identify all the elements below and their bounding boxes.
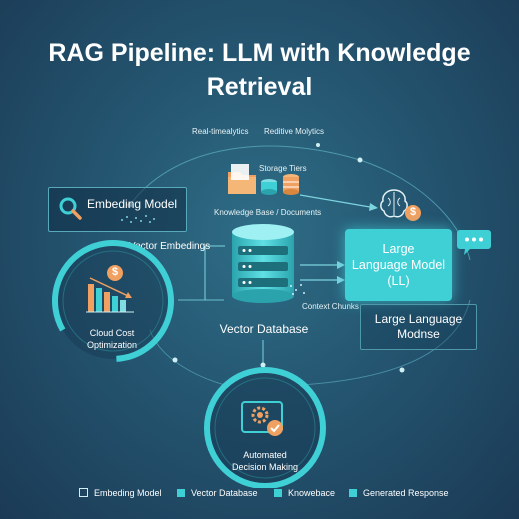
brain-icon (380, 189, 408, 218)
cost-dollar-symbol: $ (111, 266, 119, 278)
legend-swatch-filled (274, 489, 282, 497)
scatter-dots-icon (121, 215, 155, 223)
legend-item-generated-response: Generated Response (349, 488, 449, 498)
context-chunks-label: Context Chunks (302, 302, 359, 311)
automated-decision-label: Automated Decision Making (231, 450, 299, 472)
gear-check-icon (241, 401, 283, 436)
storage-tiers-icon (228, 164, 299, 195)
legend-swatch-filled (349, 489, 357, 497)
llm-main-box: Large Language Model (LL) (345, 229, 452, 301)
vector-database-label: Vector Database (219, 322, 309, 336)
legend-item-knowledge-base: Knowebace (274, 488, 335, 498)
realtime-analytics-label: Real-timealytics (192, 127, 249, 136)
llm-main-label: Large Language Model (LL) (351, 242, 446, 288)
storage-tiers-label: Storage Tiers (259, 164, 307, 173)
chat-bubble-icon (457, 230, 491, 255)
embedding-model-box: Embeding Model (48, 187, 187, 232)
page-title: RAG Pipeline: LLM with Knowledge Retriev… (48, 39, 471, 101)
predictive-analytics-label: Reditive Molytics (264, 127, 325, 136)
cloud-cost-label: Cloud Cost Optimization (86, 328, 138, 350)
legend-item-vector-db: Vector Database (177, 488, 258, 498)
dollar-coin-icon (107, 265, 123, 281)
legend-label: Generated Response (363, 488, 449, 498)
database-icon (232, 224, 294, 303)
llm-secondary-box: Large Language Modnse (360, 304, 477, 350)
legend-swatch-filled (177, 489, 185, 497)
dollar-coin-icon (405, 205, 421, 221)
knowledge-base-label: Knowledge Base / Documents (214, 208, 322, 217)
legend-item-embedding: Embeding Model (79, 488, 162, 498)
vector-embeddings-label: Vector Embedings (129, 241, 211, 252)
legend-label: Knowebace (288, 488, 336, 498)
legend-swatch-outline (79, 488, 88, 497)
legend-label: Vector Database (191, 488, 258, 498)
scatter-dots-icon (290, 284, 305, 295)
llm-dollar-symbol: $ (409, 206, 417, 218)
automation-ring (204, 367, 326, 488)
legend-label: Embeding Model (94, 488, 162, 498)
legend: Embeding Model Vector Database Knowebace… (0, 488, 519, 504)
search-icon (59, 197, 82, 220)
embedding-model-title: Embeding Model (87, 197, 178, 211)
cost-chart-icon (86, 277, 134, 313)
llm-secondary-label: Large Language Modnse (374, 312, 463, 341)
